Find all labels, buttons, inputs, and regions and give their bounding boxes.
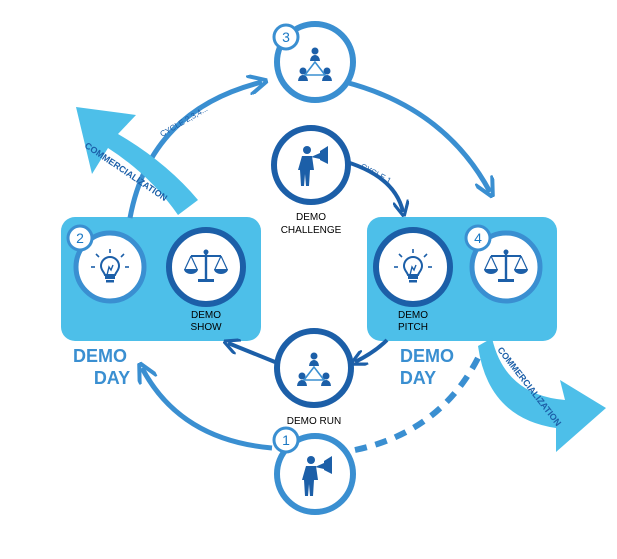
arc-bottom-to-left (142, 368, 273, 451)
badge-3-label: 3 (282, 29, 290, 45)
cycle-1-label: CYCLE 1 (359, 162, 393, 186)
badge-1-label: 1 (282, 432, 290, 448)
demo-day-left-label-2: DAY (94, 368, 130, 388)
cycle-bottom-node (274, 433, 356, 515)
left-idea-node (73, 230, 147, 304)
badge-3: 3 (272, 23, 300, 51)
badge-1: 1 (272, 426, 300, 454)
demo-pitch-label-2: PITCH (398, 322, 428, 333)
badge-4: 4 (464, 224, 492, 252)
demo-show-node (166, 227, 246, 307)
demo-run-label: DEMO RUN (287, 416, 341, 427)
demo-show-label-1: DEMO (191, 310, 221, 321)
demo-day-left-label-1: DEMO (73, 346, 127, 366)
arrow-run-to-show (228, 343, 276, 364)
right-scale-node (469, 230, 543, 304)
demo-run-node (274, 328, 354, 408)
demo-challenge-label-2: CHALLENGE (281, 225, 342, 236)
demo-show-label-2: SHOW (190, 322, 222, 333)
commercialization-arrow-left (76, 107, 198, 215)
demo-pitch-node (373, 227, 453, 307)
demo-day-right-label-1: DEMO (400, 346, 454, 366)
arc-top-to-right (344, 79, 490, 192)
demo-challenge-label-1: DEMO (296, 212, 326, 223)
arrow-pitch-to-run (355, 338, 389, 362)
cycle-234-label: CYCLE 2,3,4... (159, 104, 210, 138)
badge-2-label: 2 (76, 230, 84, 246)
badge-4-label: 4 (474, 230, 482, 246)
arc-left-to-top (127, 82, 262, 219)
commercialization-arrow-right (478, 338, 606, 452)
demo-day-right-label-2: DAY (400, 368, 436, 388)
badge-2: 2 (66, 224, 94, 252)
demo-pitch-label-1: DEMO (398, 310, 428, 321)
demo-challenge-node (271, 125, 351, 205)
